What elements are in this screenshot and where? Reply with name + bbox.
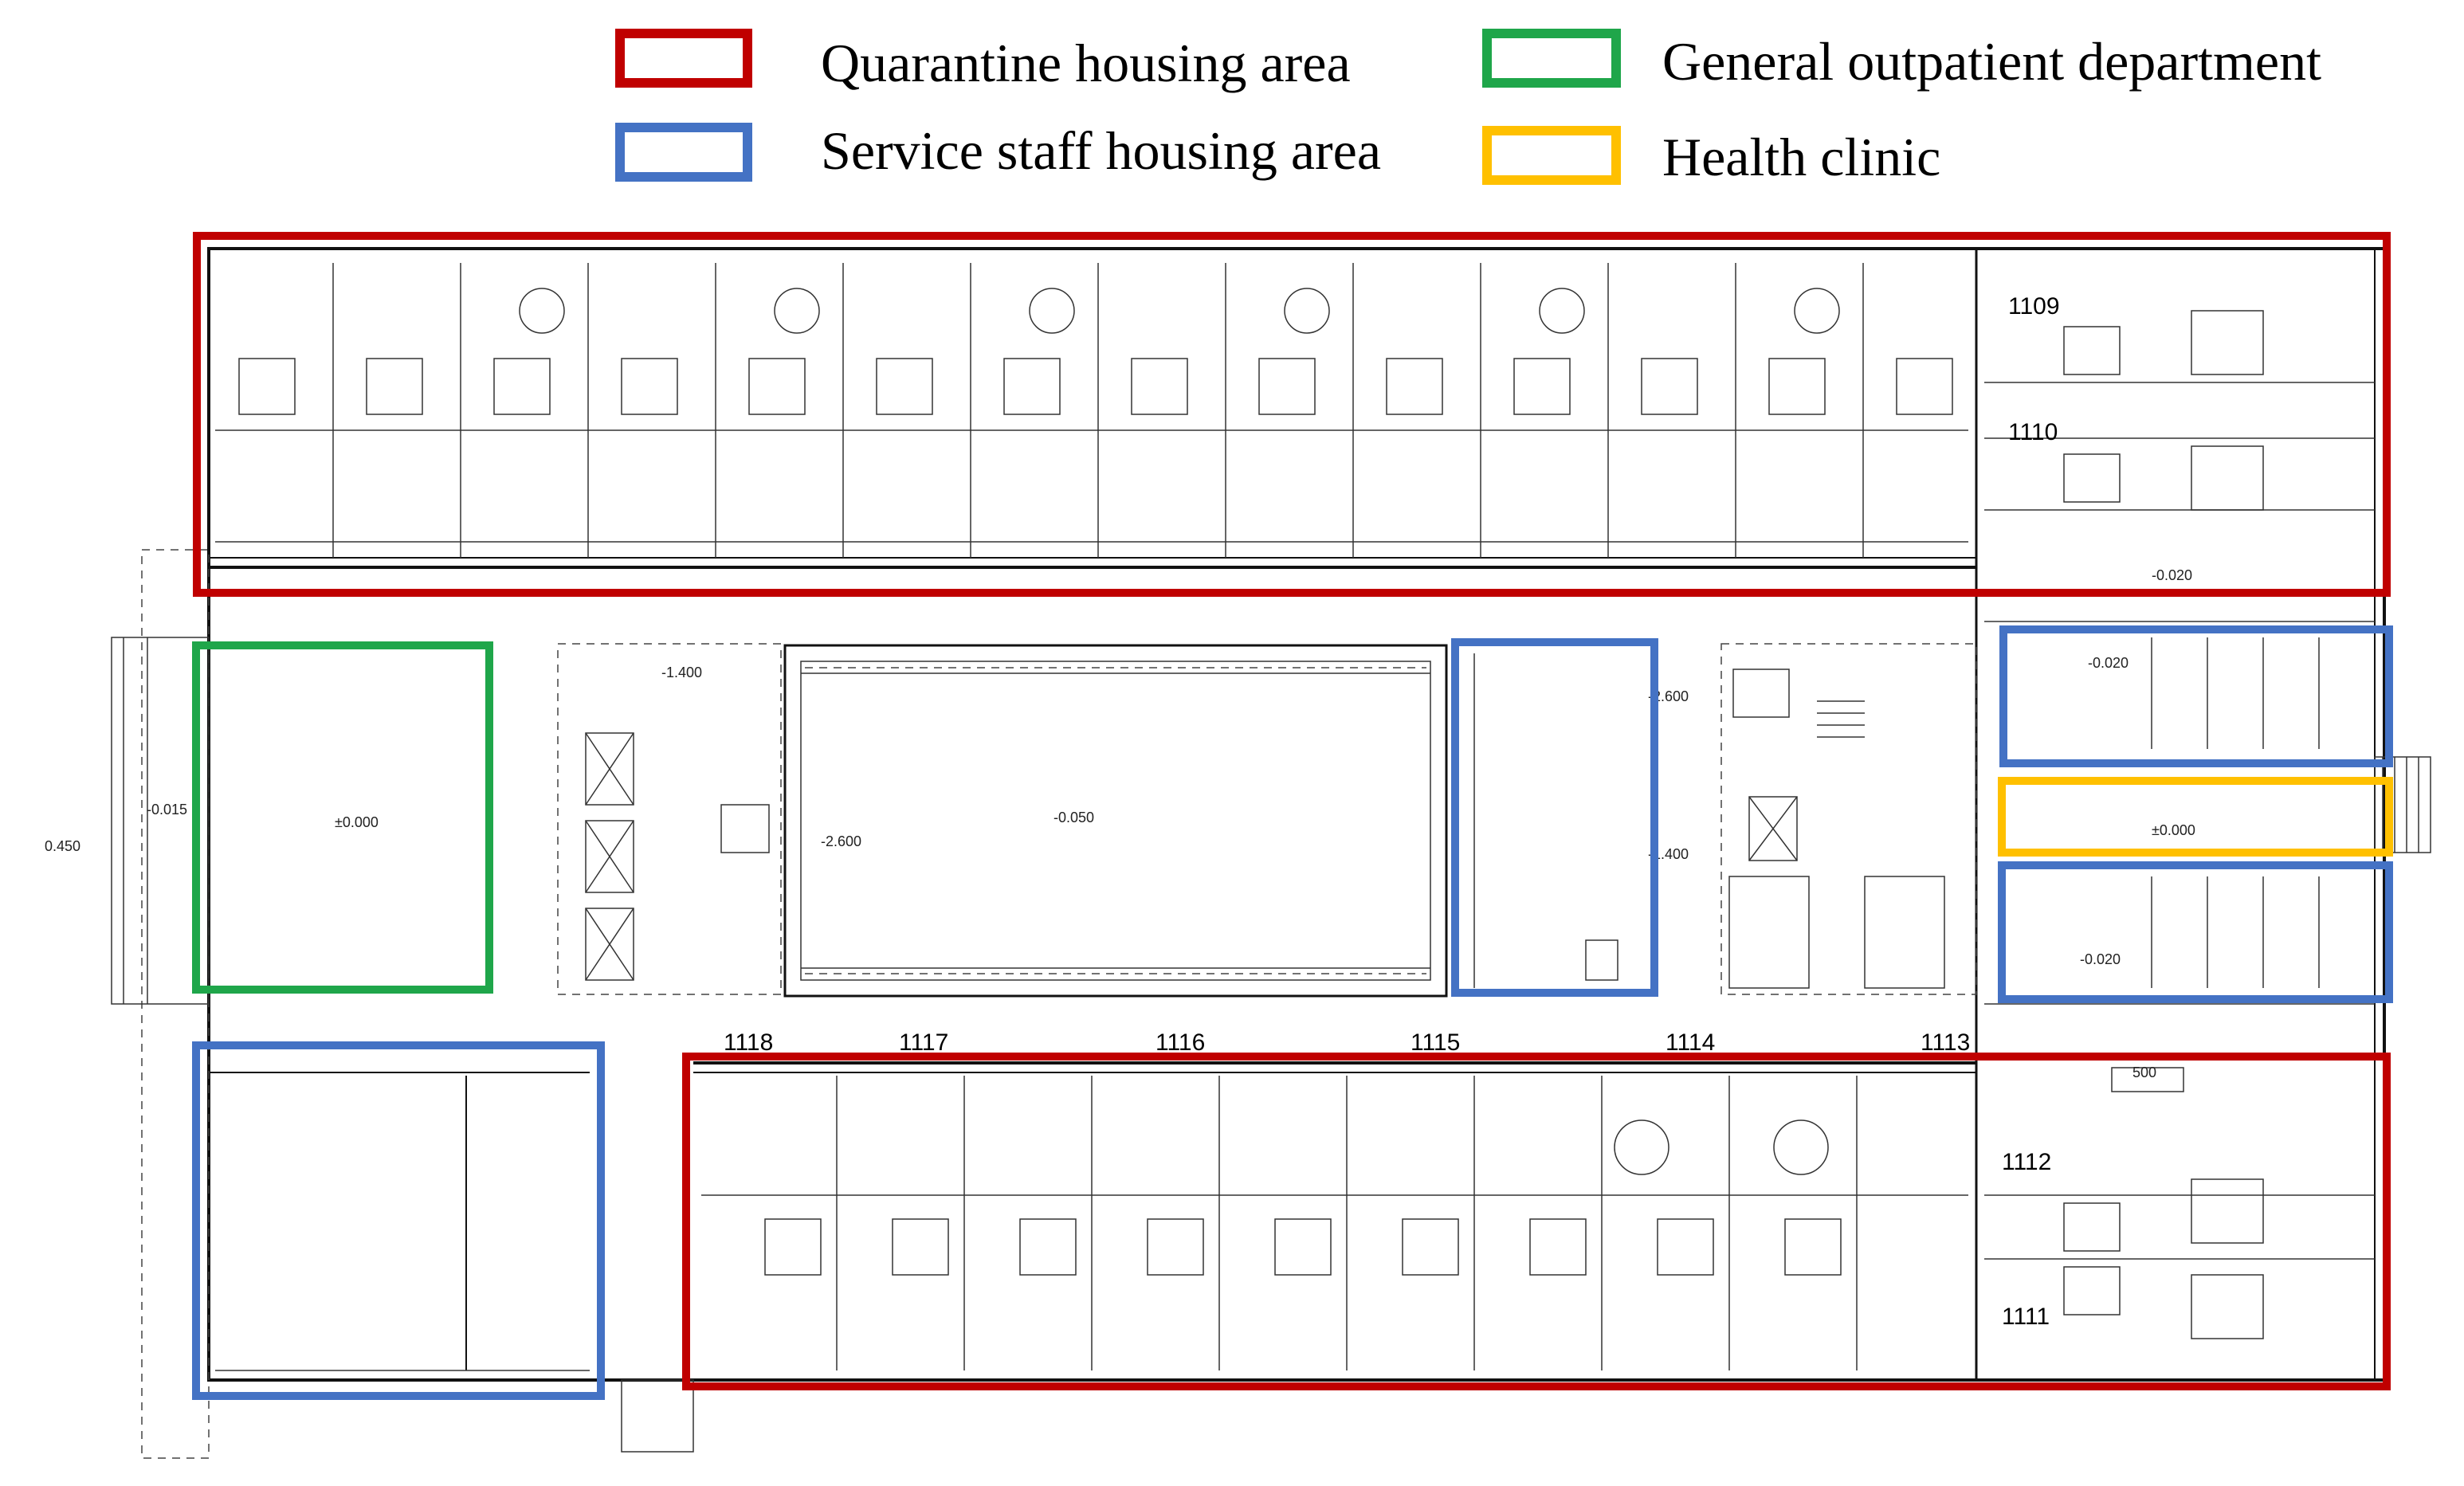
legend-swatch-health-clinic	[1482, 126, 1621, 185]
room-number-1114: 1114	[1666, 1029, 1715, 1056]
room-number-1110: 1110	[2008, 419, 2058, 445]
room-number-1111: 1111	[2002, 1304, 2050, 1330]
bottom-room-row	[215, 1076, 1968, 1371]
elevation-mark: -0.015	[147, 802, 187, 817]
elevation-mark: 500	[2132, 1065, 2156, 1080]
room-number-1112: 1112	[2002, 1149, 2051, 1175]
building-outline	[111, 247, 2431, 1459]
room-number-1117: 1117	[899, 1029, 948, 1056]
room-number-1118: 1118	[724, 1029, 773, 1056]
legend-label-general-outpatient: General outpatient department	[1662, 31, 2321, 92]
room-number-1109: 1109	[2008, 293, 2060, 320]
elevation-mark: -1.400	[661, 665, 702, 680]
legend: Quarantine housing area Service staff ho…	[615, 29, 2321, 187]
zone-quarantine-top	[193, 232, 2391, 597]
zone-outlines	[192, 232, 2393, 1400]
zone-service-staff-lounge	[1451, 638, 1658, 997]
elevation-mark: -0.020	[2088, 655, 2129, 671]
zone-general-outpatient	[192, 641, 493, 994]
elevation-mark: ±0.000	[335, 814, 379, 830]
room-number-labels: 1109 1110 1112 1111 1118 1117 1116 1115 …	[724, 293, 2060, 1330]
elevation-mark: -0.050	[1053, 810, 1094, 825]
zone-quarantine-bottom	[682, 1053, 2391, 1390]
legend-swatch-service-staff	[615, 123, 752, 182]
top-room-row	[215, 263, 1968, 558]
elevation-mark: 0.450	[45, 838, 80, 854]
elevation-mark: ±0.000	[2152, 822, 2195, 838]
zone-service-staff-right-upper	[1999, 625, 2393, 767]
elevation-mark: -2.600	[821, 833, 861, 849]
zone-health-clinic	[1998, 777, 2393, 857]
zone-service-staff-right-lower	[1998, 861, 2393, 1003]
elevation-mark: -0.020	[2080, 951, 2121, 967]
room-number-1113: 1113	[1921, 1029, 1970, 1056]
legend-label-quarantine: Quarantine housing area	[821, 33, 1351, 93]
elevation-mark: -0.020	[2152, 567, 2192, 583]
legend-swatch-quarantine	[615, 29, 752, 88]
room-number-1116: 1116	[1155, 1029, 1205, 1056]
legend-swatch-general-outpatient	[1482, 29, 1621, 88]
legend-label-service-staff: Service staff housing area	[821, 120, 1381, 181]
right-wing-rooms	[1984, 310, 2375, 1339]
room-number-1115: 1115	[1411, 1029, 1460, 1056]
zone-service-staff-bottom-left	[192, 1041, 605, 1400]
legend-label-health-clinic: Health clinic	[1662, 127, 1940, 187]
